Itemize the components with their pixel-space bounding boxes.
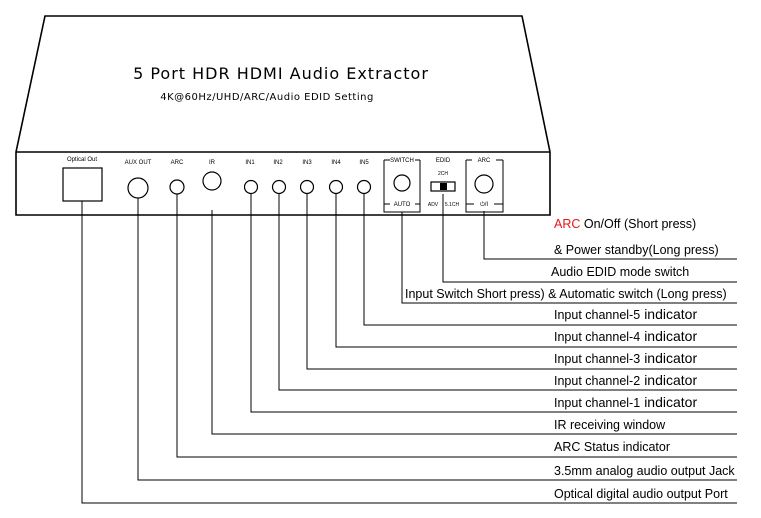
callout-in2: Input channel-2 indicator xyxy=(554,372,697,388)
auto-label: AUTO xyxy=(394,202,411,208)
device-title: 5 Port HDR HDMI Audio Extractor xyxy=(133,64,429,83)
leader-optical xyxy=(81,201,737,504)
device-body xyxy=(15,15,551,216)
ir-label: IR xyxy=(209,160,216,166)
aux-out-jack xyxy=(127,177,149,199)
callout-in1-label: Input channel-1 xyxy=(554,396,640,410)
leader-in1 xyxy=(250,194,737,413)
leader-switch xyxy=(401,212,737,304)
arc-status-led xyxy=(169,179,185,195)
in1-label: IN1 xyxy=(245,160,255,166)
callout-input-switch: Input Switch Short press) & Automatic sw… xyxy=(405,287,727,301)
edid-2ch-label: 2CH xyxy=(438,171,448,177)
in2-label: IN2 xyxy=(273,160,283,166)
arc-status-label: ARC xyxy=(171,160,184,166)
in4-label: IN4 xyxy=(331,160,341,166)
switch-label: SWITCH xyxy=(390,158,414,164)
leader-arc-button xyxy=(483,211,737,260)
callout-in3-indicator: indicator xyxy=(644,350,697,366)
edid-51ch-label: 5.1CH xyxy=(445,202,460,208)
callout-arc-onoff: ARC On/Off (Short press) xyxy=(554,217,696,231)
callout-arc-onoff-text: On/Off (Short press) xyxy=(580,217,696,231)
callout-ir-window: IR receiving window xyxy=(554,418,666,432)
switch-button[interactable] xyxy=(393,174,411,192)
callout-power-standby: & Power standby(Long press) xyxy=(554,243,719,257)
callout-arc-status: ARC Status indicator xyxy=(554,440,670,454)
callout-in4: Input channel-4 indicator xyxy=(554,328,697,344)
leader-arc-status xyxy=(176,194,737,458)
callout-in1-indicator: indicator xyxy=(644,394,697,410)
in5-led xyxy=(356,179,372,195)
callout-in3-label: Input channel-3 xyxy=(554,352,640,366)
callout-in4-label: Input channel-4 xyxy=(554,330,640,344)
edid-label: EDID xyxy=(436,158,451,164)
power-symbol-icon: ⏻/I xyxy=(480,201,488,208)
callout-in2-label: Input channel-2 xyxy=(554,374,640,388)
aux-out-label: AUX OUT xyxy=(125,160,152,166)
arc-button[interactable] xyxy=(474,174,494,194)
ir-window xyxy=(202,171,222,191)
device-subtitle: 4K@60Hz/UHD/ARC/Audio EDID Setting xyxy=(160,92,374,103)
callout-arc-word: ARC xyxy=(554,217,580,231)
in3-label: IN3 xyxy=(302,160,312,166)
callout-optical-port: Optical digital audio output Port xyxy=(554,487,728,501)
leader-in4 xyxy=(335,194,737,348)
callout-edid: Audio EDID mode switch xyxy=(551,265,689,279)
in2-led xyxy=(271,179,287,195)
edid-adv-label: ADV xyxy=(428,202,439,208)
arc-button-label: ARC xyxy=(478,158,491,164)
callout-in5-indicator: indicator xyxy=(644,306,697,322)
callout-in4-indicator: indicator xyxy=(644,328,697,344)
callout-aux-jack: 3.5mm analog audio output Jack xyxy=(554,464,735,478)
optical-out-port xyxy=(62,167,103,202)
leader-ir xyxy=(211,210,737,435)
leader-aux xyxy=(137,198,737,481)
callout-in1: Input channel-1 indicator xyxy=(554,394,697,410)
optical-out-label: Optical Out xyxy=(67,157,97,163)
in5-label: IN5 xyxy=(359,160,369,166)
callout-in3: Input channel-3 indicator xyxy=(554,350,697,366)
edid-slide-knob xyxy=(440,183,447,190)
leader-lines xyxy=(81,194,737,504)
callout-in5-label: Input channel-5 xyxy=(554,308,640,322)
leader-in5 xyxy=(363,194,737,326)
in1-led xyxy=(243,179,259,195)
in3-led xyxy=(299,179,315,195)
leader-edid xyxy=(442,194,737,283)
callout-in2-indicator: indicator xyxy=(644,372,697,388)
leader-in2 xyxy=(278,194,737,391)
callout-in5: Input channel-5 indicator xyxy=(554,306,697,322)
in4-led xyxy=(328,179,344,195)
leader-in3 xyxy=(306,194,737,370)
